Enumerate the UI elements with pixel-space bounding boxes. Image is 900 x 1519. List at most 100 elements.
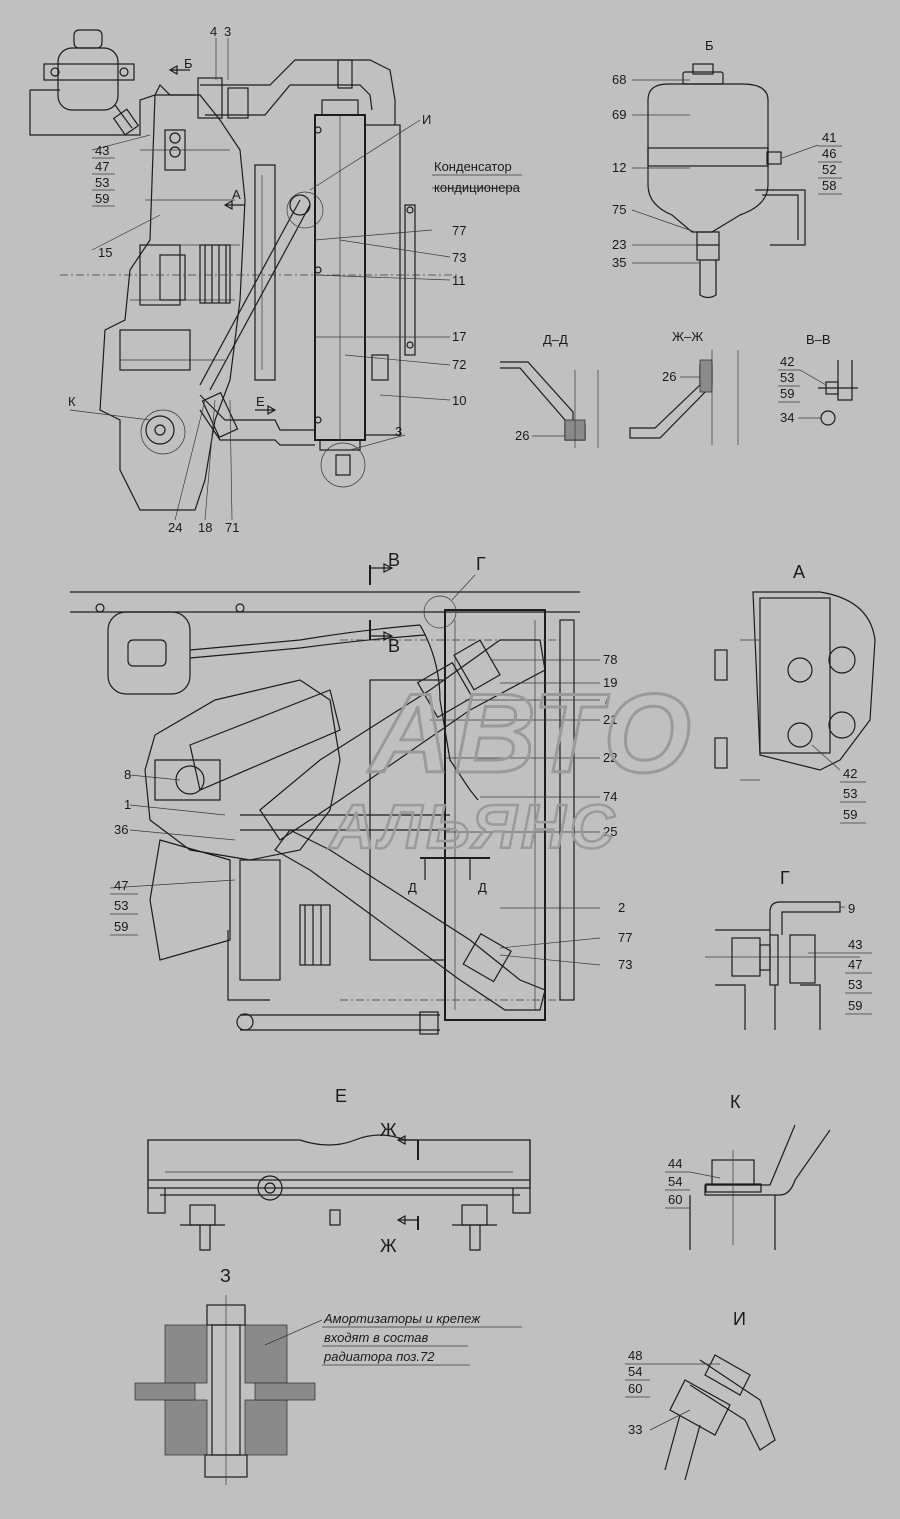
- view-a-title: А: [793, 562, 805, 582]
- lower-hose: [274, 829, 546, 1011]
- expansion-tank-front: [107, 611, 191, 695]
- section-vv: В–В 42 53 59 34: [778, 332, 858, 426]
- stack-46: 46: [822, 146, 836, 161]
- stack-58: 58: [822, 178, 836, 193]
- label-73: 73: [452, 250, 466, 265]
- view-a-stack-59: 59: [843, 807, 857, 822]
- top-view: 4 3 Б А Е И К 43 47 53 59 15 Конденсатор…: [29, 24, 522, 535]
- view-g-stack-47: 47: [848, 957, 862, 972]
- view-e-title: Е: [335, 1086, 347, 1106]
- section-zz: Ж–Ж 26: [629, 329, 739, 445]
- view-g-stack-43: 43: [848, 937, 862, 952]
- view-z: З Амортизаторы и крепеж входят в состав …: [134, 1266, 522, 1485]
- pipe-clamp: [197, 77, 223, 119]
- label-35: 35: [612, 255, 626, 270]
- arrow-a-label: А: [232, 187, 241, 202]
- stack-52: 52: [822, 162, 836, 177]
- stack-41: 41: [822, 130, 836, 145]
- section-mark-v-top: В: [388, 550, 400, 570]
- label-8: 8: [124, 767, 131, 782]
- section-mark-zh-bottom: Ж: [380, 1236, 397, 1256]
- tank-strap: [43, 63, 135, 81]
- view-b-title: Б: [705, 38, 714, 53]
- label-2: 2: [618, 900, 625, 915]
- section-zz-26: 26: [662, 369, 676, 384]
- view-a: А 42 53 59: [714, 562, 876, 824]
- view-i-stack-48: 48: [628, 1348, 642, 1363]
- tank-band: [647, 147, 769, 167]
- condenser-note-1: Конденсатор: [434, 159, 512, 174]
- label-12: 12: [612, 160, 626, 175]
- front-stack-59: 59: [114, 919, 128, 934]
- mount-right: [452, 1204, 497, 1251]
- arrow-e-label: Е: [256, 394, 265, 409]
- label-73-front: 73: [618, 957, 632, 972]
- label-3: 3: [224, 24, 231, 39]
- condenser-note-2: кондиционера: [434, 180, 521, 195]
- z-note-line1: Амортизаторы и крепеж: [323, 1311, 481, 1326]
- view-k-title: К: [730, 1092, 741, 1112]
- label-15: 15: [98, 245, 112, 260]
- watermark-line1: АВТО: [367, 671, 695, 796]
- label-74: 74: [603, 789, 617, 804]
- label-77: 77: [452, 223, 466, 238]
- label-7: 7: [603, 692, 610, 707]
- label-59: 59: [95, 191, 109, 206]
- label-75: 75: [612, 202, 626, 217]
- section-mark-zh-top: Ж: [380, 1120, 397, 1140]
- view-i-stack-54: 54: [628, 1364, 642, 1379]
- label-53: 53: [95, 175, 109, 190]
- label-4: 4: [210, 24, 217, 39]
- view-i-title: И: [733, 1309, 746, 1329]
- view-k: К 44 54 60: [665, 1092, 831, 1250]
- view-a-stack-53: 53: [843, 786, 857, 801]
- pulley: [199, 244, 231, 304]
- section-dd: Д–Д 26: [500, 332, 599, 448]
- label-47: 47: [95, 159, 109, 174]
- condenser-front: [559, 619, 575, 1001]
- label-68: 68: [612, 72, 626, 87]
- section-dd-26: 26: [515, 428, 529, 443]
- view-g-title: Г: [780, 868, 790, 888]
- section-mark-d-right: Д: [478, 880, 487, 895]
- watermark-line2: АЛЬЯНС: [328, 793, 618, 862]
- label-71: 71: [225, 520, 239, 535]
- label-19: 19: [603, 675, 617, 690]
- section-vv-title: В–В: [806, 332, 831, 347]
- condenser: [404, 204, 416, 356]
- mount-left: [180, 1204, 225, 1251]
- view-b-stack: 41 46 52 58: [818, 130, 842, 195]
- view-g-stack-59: 59: [848, 998, 862, 1013]
- z-note-line3: радиатора поз.72: [323, 1349, 435, 1364]
- expansion-tank: [57, 47, 119, 111]
- view-g-9: 9: [848, 901, 855, 916]
- label-17: 17: [452, 329, 466, 344]
- radiator-tank: [364, 124, 401, 436]
- front-stack-53: 53: [114, 898, 128, 913]
- vv-stack-42: 42: [780, 354, 794, 369]
- view-b-expansion-tank: Б 68 69 12 75 23 35 41 46 52 58: [612, 38, 842, 299]
- view-k-stack-54: 54: [668, 1174, 682, 1189]
- arrow-b-label: Б: [184, 56, 193, 71]
- view-i: И 48 54 60 33: [625, 1309, 776, 1481]
- label-36: 36: [114, 822, 128, 837]
- label-69: 69: [612, 107, 626, 122]
- watermark-logo: АВТО АЛЬЯНС: [327, 670, 695, 864]
- upper-hose: [259, 639, 546, 841]
- label-23: 23: [612, 237, 626, 252]
- callout-i: И: [422, 112, 431, 127]
- section-zz-title: Ж–Ж: [672, 329, 703, 344]
- label-1: 1: [124, 797, 131, 812]
- label-22: 22: [603, 750, 617, 765]
- label-24: 24: [168, 520, 182, 535]
- front-view: В В Г Д Д 78 19 7 21 22 74 25 2 77 73 8 …: [70, 550, 632, 1035]
- view-z-title: З: [220, 1266, 231, 1286]
- front-stack-47: 47: [114, 878, 128, 893]
- section-mark-d-left: Д: [408, 880, 417, 895]
- callout-g: Г: [476, 554, 486, 574]
- label-21: 21: [603, 712, 617, 727]
- label-11: 11: [452, 273, 466, 288]
- callout-k: К: [68, 394, 76, 409]
- view-g: Г 9 43 47 53 59: [705, 868, 872, 1030]
